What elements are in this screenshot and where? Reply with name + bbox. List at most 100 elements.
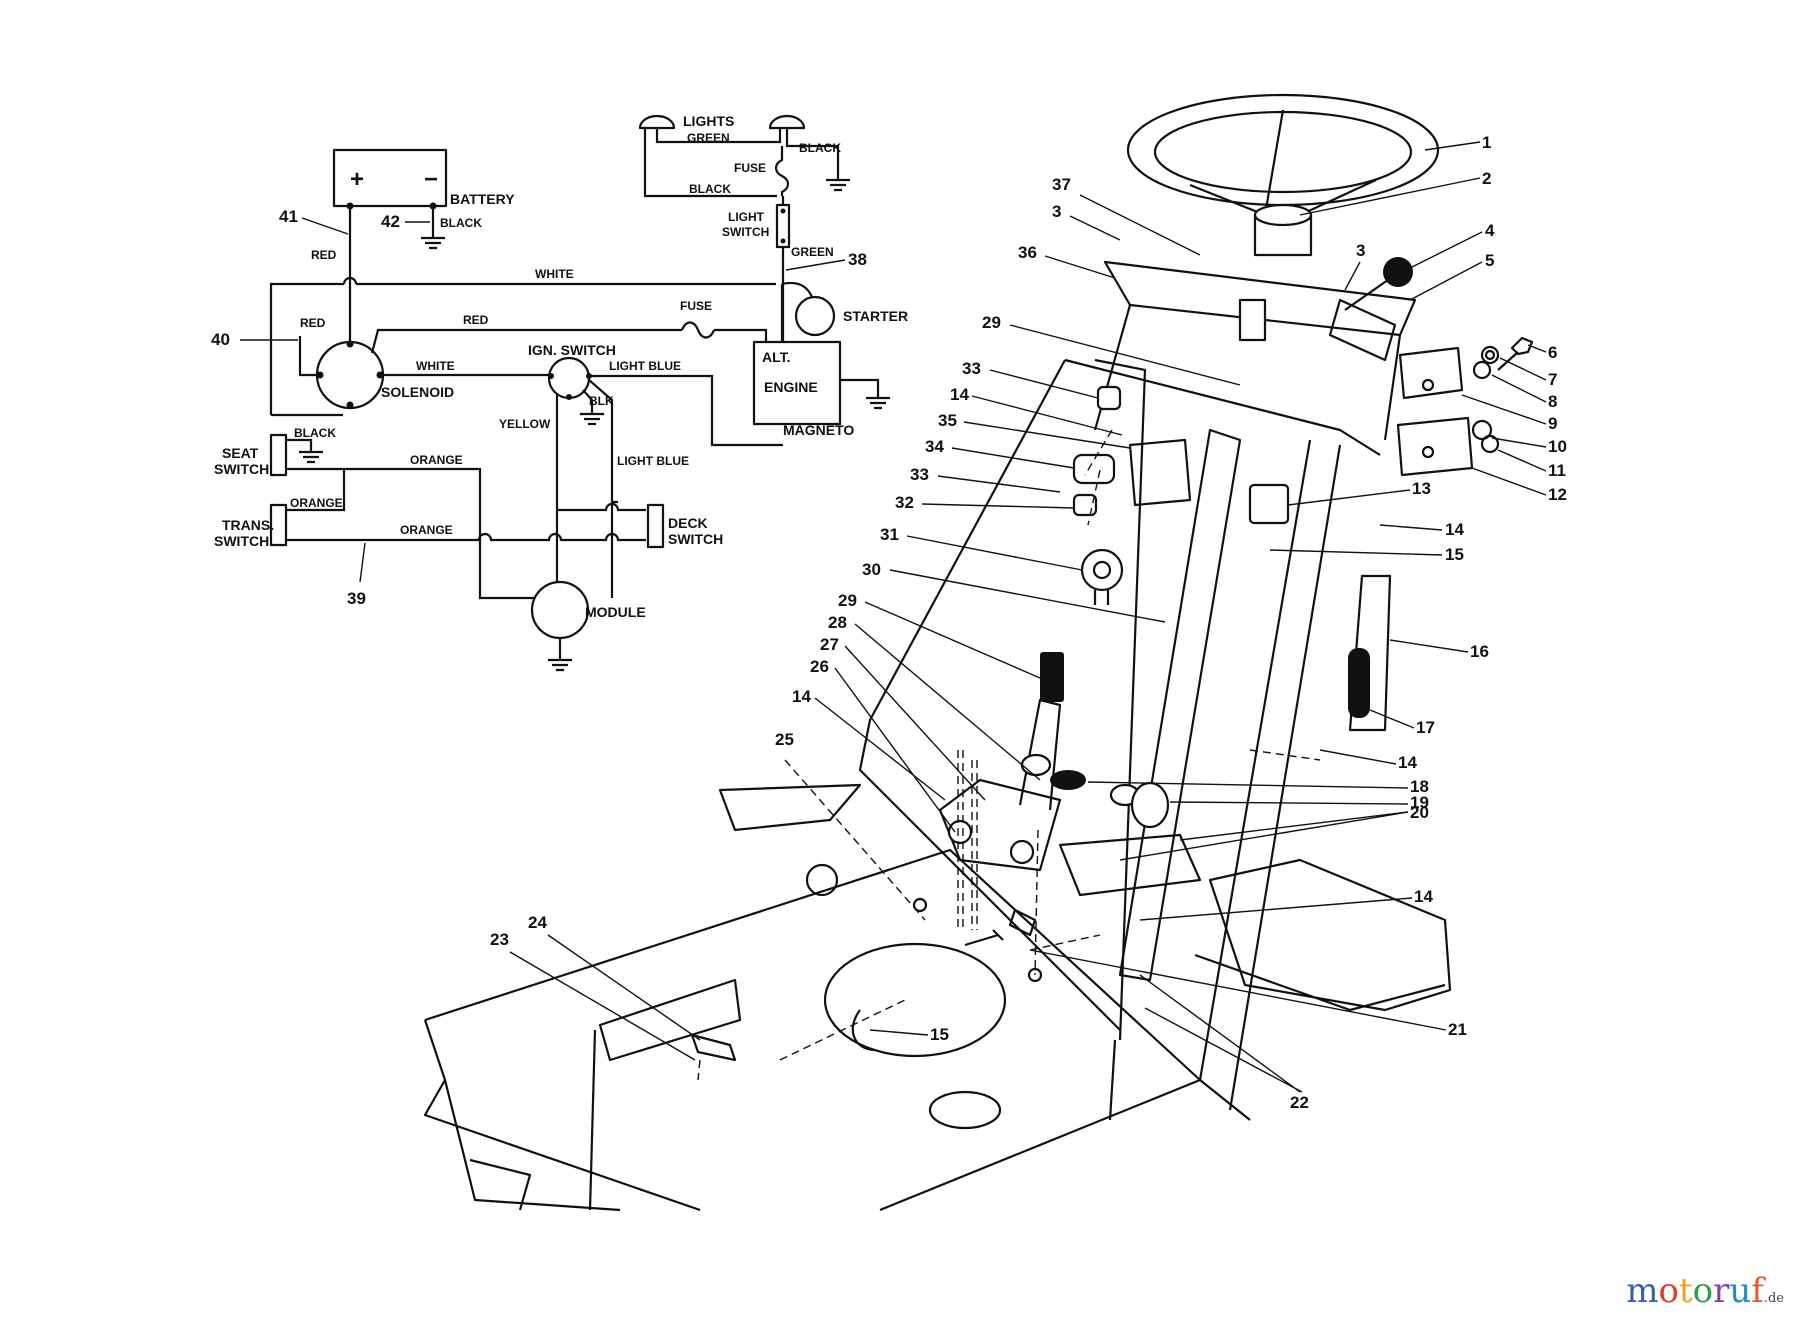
callout-39: 39 (347, 589, 366, 608)
part-callout-8: 8 (1548, 392, 1557, 411)
part-callout-18: 18 (1410, 777, 1429, 796)
floor-pan (423, 783, 1452, 1212)
wire-white-mid: WHITE (416, 359, 455, 373)
part-callout-5: 5 (1485, 251, 1494, 270)
watermark-letter: r (1713, 1271, 1730, 1311)
part-callout-13: 13 (1412, 479, 1431, 498)
part-callout-36: 36 (1018, 243, 1037, 262)
battery-label: BATTERY (450, 191, 515, 207)
module-symbol (530, 580, 590, 640)
ign-switch-label: IGN. SWITCH (528, 342, 616, 358)
wire-black-lights-right: BLACK (799, 141, 841, 155)
solenoid-label: SOLENOID (381, 384, 454, 400)
ground-icon (866, 396, 890, 410)
starter-label: STARTER (843, 308, 908, 324)
battery-minus: − (424, 166, 438, 193)
part-callout-33a: 33 (962, 359, 981, 378)
part-callout-4: 4 (1485, 221, 1495, 240)
watermark-letter: t (1678, 1271, 1693, 1311)
part-callout-19: 19 (1410, 793, 1429, 812)
deck-switch-symbol (646, 503, 665, 549)
wire-orange-trans: ORANGE (290, 496, 343, 510)
module-label: MODULE (585, 604, 646, 620)
part-callout-23: 23 (490, 930, 509, 949)
callout-40: 40 (211, 330, 230, 349)
part-callout-35: 35 (938, 411, 957, 430)
wire-orange-bottom: ORANGE (400, 523, 453, 537)
part-callout-26: 26 (810, 657, 829, 676)
ground-icon (826, 178, 850, 192)
part-callout-31: 31 (880, 525, 899, 544)
seat-switch-symbol (269, 433, 288, 477)
part-callout-37: 37 (1052, 175, 1071, 194)
ignition-switch-part (1080, 548, 1124, 605)
light-switch-label-1: LIGHT (728, 210, 765, 224)
part-callout-1: 1 (1482, 133, 1491, 152)
wire-orange-top: ORANGE (410, 453, 463, 467)
lights-label: LIGHTS (683, 113, 734, 129)
trans-switch-symbol (269, 503, 288, 547)
part-callout-29a: 29 (982, 313, 1001, 332)
callout-42: 42 (381, 212, 400, 231)
ground-icon (299, 450, 323, 464)
trans-switch-label-2: SWITCH (214, 533, 269, 549)
part-callout-14b: 14 (1445, 520, 1464, 539)
blk-label: BLK (589, 394, 614, 408)
part-callout-21: 21 (1448, 1020, 1467, 1039)
engine-label: ENGINE (764, 379, 818, 395)
part-callout-3b: 3 (1356, 241, 1365, 260)
part-callout-2: 2 (1482, 169, 1491, 188)
fuse-main-label: FUSE (680, 299, 712, 313)
steering-wheel (1126, 93, 1440, 257)
part-callout-14d: 14 (1414, 887, 1433, 906)
watermark-letter: u (1729, 1271, 1752, 1311)
light-switch-label-2: SWITCH (722, 225, 769, 239)
lamp-left-icon (638, 114, 676, 130)
part-callout-3a: 3 (1052, 202, 1061, 221)
watermark-letter: o (1658, 1271, 1679, 1311)
alt-label: ALT. (762, 349, 791, 365)
wire-black-lights-left: BLACK (689, 182, 731, 196)
part-callout-9: 9 (1548, 414, 1557, 433)
wire-red-left: RED (300, 316, 326, 330)
trans-switch-label-1: TRANS. (222, 517, 274, 533)
ground-icon (548, 658, 572, 672)
wire-yellow: YELLOW (499, 417, 551, 431)
part-callout-34: 34 (925, 437, 944, 456)
part-callout-11: 11 (1548, 461, 1566, 480)
part-callout-22: 22 (1290, 1093, 1309, 1112)
exploded-parts-view: 1 2 37 3 36 3 4 5 6 7 8 9 10 11 12 29 33… (423, 93, 1567, 1212)
fuse-lights-label: FUSE (734, 161, 766, 175)
wire-red-battery: RED (311, 248, 337, 262)
magneto-label: MAGNETO (783, 422, 854, 438)
part-callout-15b: 15 (930, 1025, 949, 1044)
watermark-letter: o (1692, 1271, 1714, 1311)
part-callout-20: 20 (1410, 803, 1429, 822)
part-callout-29b: 29 (838, 591, 857, 610)
wire-green-top: GREEN (687, 131, 730, 145)
part-callout-25: 25 (775, 730, 794, 749)
watermark-logo: motoruf.de (1626, 1271, 1784, 1311)
part-callout-14c: 14 (792, 687, 811, 706)
deck-switch-label-2: SWITCH (668, 531, 723, 547)
seat-switch-label-2: SWITCH (214, 461, 269, 477)
battery-symbol (332, 148, 448, 208)
watermark-suffix: .de (1763, 1291, 1784, 1306)
ground-icon (580, 412, 604, 426)
part-callout-16: 16 (1470, 642, 1489, 661)
seat-switch-label-1: SEAT (222, 445, 259, 461)
ground-icon (421, 236, 445, 250)
battery-plus: + (350, 166, 364, 193)
part-callout-30: 30 (862, 560, 881, 579)
part-callout-6: 6 (1548, 343, 1557, 362)
engine-box (752, 340, 842, 426)
wiring-schematic: + − BATTERY BLACK RED 41 42 SOLENOID WHI… (211, 113, 908, 672)
wire-light-blue-top: LIGHT BLUE (609, 359, 681, 373)
watermark-letter: f (1751, 1271, 1764, 1311)
starter-symbol (794, 295, 836, 337)
part-callout-12: 12 (1548, 485, 1567, 504)
console-tower (858, 359, 1121, 1031)
callout-41: 41 (279, 207, 298, 226)
